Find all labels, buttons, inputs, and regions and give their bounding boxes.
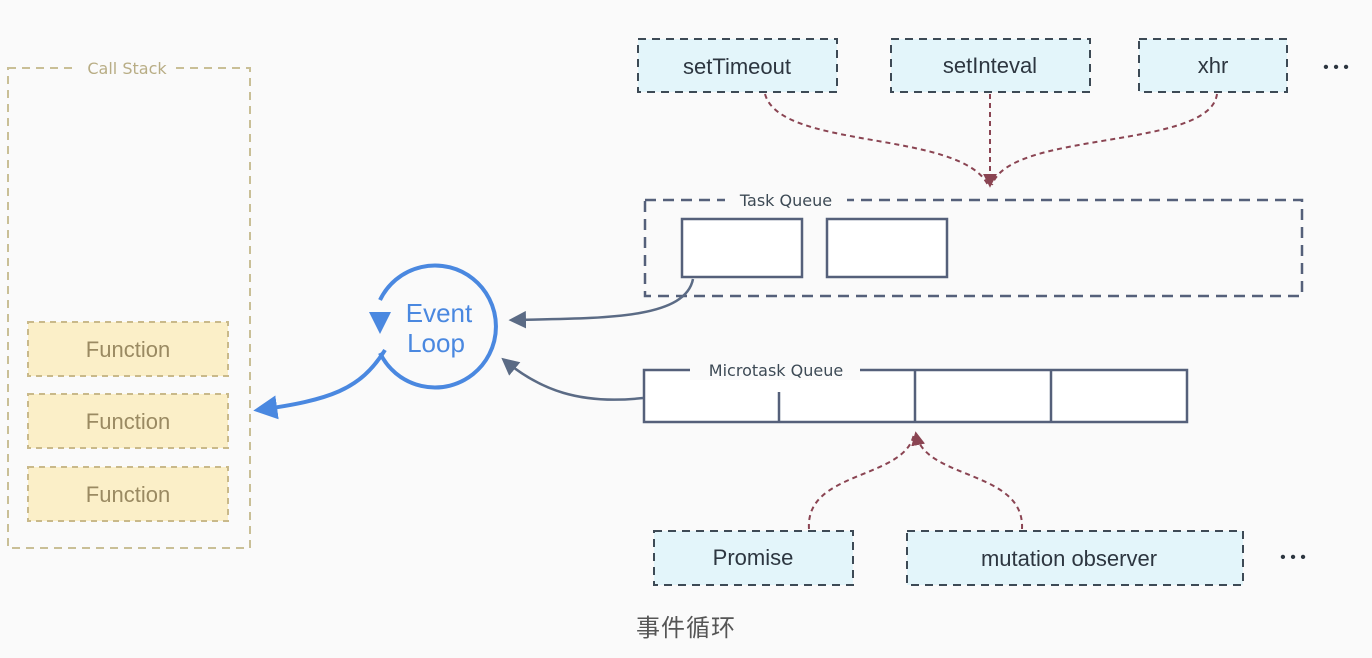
- function-frame: Function: [27, 321, 229, 377]
- call-stack-box: [7, 67, 251, 549]
- task-queue: Task Queue: [508, 190, 1304, 329]
- microtask-source-promise: Promise: [653, 530, 854, 586]
- web-api-xhr: xhr: [1138, 38, 1288, 93]
- event-loop-label-line2: Loop: [407, 328, 465, 358]
- xhr-to-task-queue-arrow: [991, 93, 1218, 186]
- task-slot: [680, 217, 804, 279]
- call-stack-title: Call Stack: [87, 59, 167, 78]
- microtask-sources-more: • • •: [1280, 549, 1306, 566]
- web-api-label: xhr: [1198, 53, 1229, 78]
- microtask-sources: Promise mutation observer • • •: [653, 431, 1306, 586]
- function-label: Function: [86, 409, 170, 434]
- task-queue-box: [643, 198, 1304, 298]
- web-api-setinteval: setInteval: [890, 38, 1091, 93]
- event-loop: Event Loop: [253, 263, 498, 420]
- promise-to-microtask-arrow: [807, 433, 915, 530]
- microtask-source-label: Promise: [713, 545, 794, 570]
- web-api-settimeout: setTimeout: [637, 38, 838, 93]
- event-loop-circle: [378, 263, 498, 390]
- event-loop-label-line1: Event: [406, 298, 473, 328]
- function-frame: Function: [27, 466, 229, 522]
- microtask-queue: Microtask Queue: [501, 357, 1189, 424]
- microtask-source-mutation-observer: mutation observer: [906, 530, 1244, 586]
- event-loop-arrowhead: [369, 312, 391, 334]
- function-label: Function: [86, 482, 170, 507]
- microtask-queue-to-loop-arrow: [501, 357, 644, 401]
- settimeout-to-task-queue-arrow: [764, 93, 989, 186]
- task-queue-to-loop-arrow: [508, 278, 695, 329]
- function-label: Function: [86, 337, 170, 362]
- web-api-label: setInteval: [943, 53, 1037, 78]
- web-apis-more: • • •: [1323, 59, 1349, 76]
- function-frame: Function: [27, 393, 229, 449]
- diagram-caption: 事件循环: [636, 614, 736, 642]
- task-slot: [825, 217, 949, 279]
- mutation-observer-to-microtask-arrow: [911, 431, 1024, 530]
- call-stack: Call Stack Function Function Function: [7, 58, 251, 549]
- web-api-label: setTimeout: [683, 54, 791, 79]
- microtask-queue-title: Microtask Queue: [709, 361, 843, 380]
- loop-to-stack-arrow: [253, 348, 387, 420]
- task-queue-title: Task Queue: [739, 191, 832, 210]
- microtask-source-label: mutation observer: [981, 546, 1157, 571]
- web-apis: setTimeout setInteval xhr • • •: [637, 38, 1349, 188]
